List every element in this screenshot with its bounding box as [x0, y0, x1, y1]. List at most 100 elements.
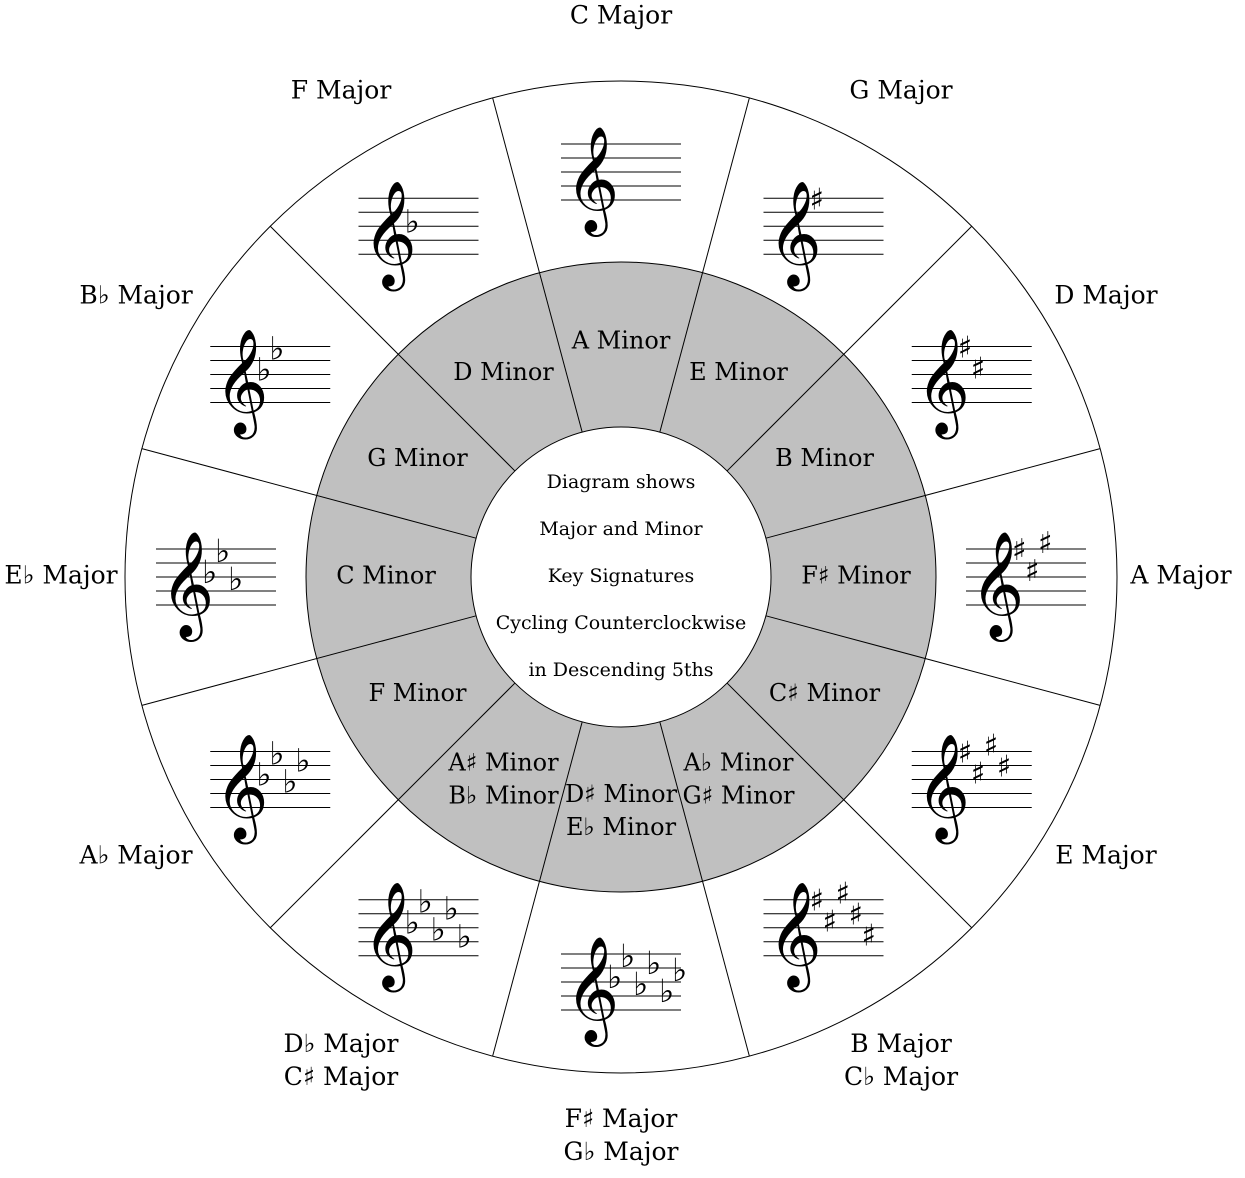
key-signature-staff: 𝄞♭♭♭ [156, 530, 276, 642]
minor-key-label: B Minor [775, 444, 874, 472]
flat-icon: ♭ [295, 742, 310, 780]
sector-divider [269, 225, 516, 472]
flat-icon: ♭ [431, 911, 446, 949]
sharp-icon: ♯ [862, 919, 877, 954]
major-key-label: G Major [849, 76, 952, 105]
flat-icon: ♭ [457, 918, 472, 956]
sector-divider [141, 448, 477, 539]
key-signature-staff: 𝄞♯♯ [911, 328, 1032, 440]
major-key-label: G♭ Major [564, 1137, 679, 1166]
sharp-icon: ♯ [958, 736, 973, 771]
major-key-label: F♯ Major [565, 1104, 678, 1133]
minor-key-label: F♯ Minor [801, 562, 911, 590]
major-key-label: D Major [1054, 281, 1157, 310]
flat-icon: ♭ [202, 553, 217, 591]
flat-icon: ♭ [228, 560, 243, 598]
minor-key-labels: A Minor E Minor B Minor F♯ Minor C♯ Minor A♭ … [336, 327, 911, 842]
key-signature-staff: 𝄞♭ [358, 179, 479, 291]
flat-icon: ♭ [269, 330, 284, 368]
treble-clef-icon: 𝄞 [565, 935, 619, 1047]
key-signature-staff: 𝄞♭♭♭♭♭ [358, 881, 479, 993]
sharp-icon: ♯ [958, 331, 973, 366]
sharp-icon: ♯ [823, 905, 838, 940]
center-text-line: Cycling Counterclockwise [496, 612, 747, 634]
treble-clef-icon: 𝄞 [768, 881, 822, 993]
minor-key-label: C♯ Minor [769, 679, 881, 707]
flat-icon: ♭ [620, 937, 635, 975]
flat-icon: ♭ [444, 890, 459, 928]
minor-key-label: E♭ Minor [566, 813, 677, 841]
minor-key-label: G Minor [367, 444, 468, 472]
center-text-line: Key Signatures [548, 565, 694, 587]
treble-clef-icon: 𝄞 [970, 530, 1024, 642]
major-key-label: C♯ Major [284, 1062, 398, 1091]
sharp-icon: ♯ [849, 898, 864, 933]
key-signature-staff: 𝄞♭♭♭♭♭♭ [561, 935, 687, 1047]
sector-divider [659, 97, 750, 433]
sharp-icon: ♯ [1025, 554, 1040, 589]
sharp-icon: ♯ [984, 729, 999, 764]
flat-icon: ♭ [405, 202, 420, 240]
treble-clef-icon: 𝄞 [768, 179, 822, 291]
key-signature-staff: 𝄞♯♯♯♯♯ [763, 877, 884, 993]
key-signature-staff: 𝄞♯ [763, 179, 884, 291]
key-signature-staff: 𝄞♯♯♯♯ [911, 729, 1032, 845]
flat-icon: ♭ [215, 532, 230, 570]
treble-clef-icon: 𝄞 [214, 328, 268, 440]
major-key-label: D♭ Major [283, 1029, 398, 1058]
major-key-label: B♭ Major [79, 281, 192, 310]
key-signature-staff: 𝄞 [561, 125, 681, 237]
flat-icon: ♭ [256, 351, 271, 389]
major-key-label: C♭ Major [844, 1062, 958, 1091]
sector-divider [726, 682, 973, 929]
minor-key-label: G♯ Minor [682, 782, 795, 810]
minor-key-label: A♭ Minor [683, 749, 794, 777]
center-circle [470, 426, 772, 728]
sharp-icon: ♯ [971, 352, 986, 387]
treble-clef-icon: 𝄞 [363, 179, 417, 291]
sector-divider [765, 448, 1101, 539]
minor-key-label: A Minor [571, 327, 671, 355]
minor-key-label: D♯ Minor [565, 780, 678, 808]
key-signature-staff: 𝄞♭♭♭♭ [210, 733, 331, 845]
center-text-line: Major and Minor [539, 518, 703, 540]
flat-icon: ♭ [646, 944, 661, 982]
major-key-label: A Major [1129, 561, 1231, 590]
sector-divider [492, 97, 583, 433]
sector-divider [765, 615, 1101, 706]
sector-dividers [141, 97, 1101, 1057]
flat-icon: ♭ [672, 951, 687, 989]
key-signature-staff: 𝄞♯♯♯ [966, 526, 1086, 642]
major-key-label: A♭ Major [78, 841, 192, 870]
minor-key-label: B♭ Minor [448, 782, 559, 810]
major-key-label: C Major [570, 1, 672, 30]
sharp-icon: ♯ [971, 757, 986, 792]
major-key-label: E Major [1055, 841, 1157, 870]
sector-divider [492, 721, 583, 1057]
flat-icon: ♭ [659, 972, 674, 1010]
minor-key-label: E Minor [689, 358, 788, 386]
flat-icon: ♭ [418, 883, 433, 921]
flat-icon: ♭ [282, 763, 297, 801]
sector-divider [726, 225, 973, 472]
major-key-label: F Major [291, 76, 392, 105]
flat-icon: ♭ [607, 958, 622, 996]
center-text-line: in Descending 5ths [528, 659, 713, 681]
minor-key-label: F Minor [369, 679, 467, 707]
sharp-icon: ♯ [810, 182, 825, 217]
key-signature-staves: 𝄞𝄞♯𝄞♯♯𝄞♯♯♯𝄞♯♯♯♯𝄞♯♯♯♯♯𝄞♭♭♭♭♭♭𝄞♭♭♭♭♭𝄞♭♭♭♭𝄞… [156, 125, 1086, 1047]
flat-icon: ♭ [269, 735, 284, 773]
treble-clef-icon: 𝄞 [214, 733, 268, 845]
flat-icon: ♭ [256, 756, 271, 794]
treble-clef-icon: 𝄞 [160, 530, 214, 642]
sector-divider [141, 615, 477, 706]
minor-key-label: D Minor [453, 358, 554, 386]
major-key-label: E♭ Major [4, 561, 117, 590]
treble-clef-icon: 𝄞 [565, 125, 619, 237]
treble-clef-icon: 𝄞 [916, 733, 970, 845]
treble-clef-icon: 𝄞 [363, 881, 417, 993]
sector-divider [269, 682, 516, 929]
center-text-line: Diagram shows [547, 471, 696, 493]
